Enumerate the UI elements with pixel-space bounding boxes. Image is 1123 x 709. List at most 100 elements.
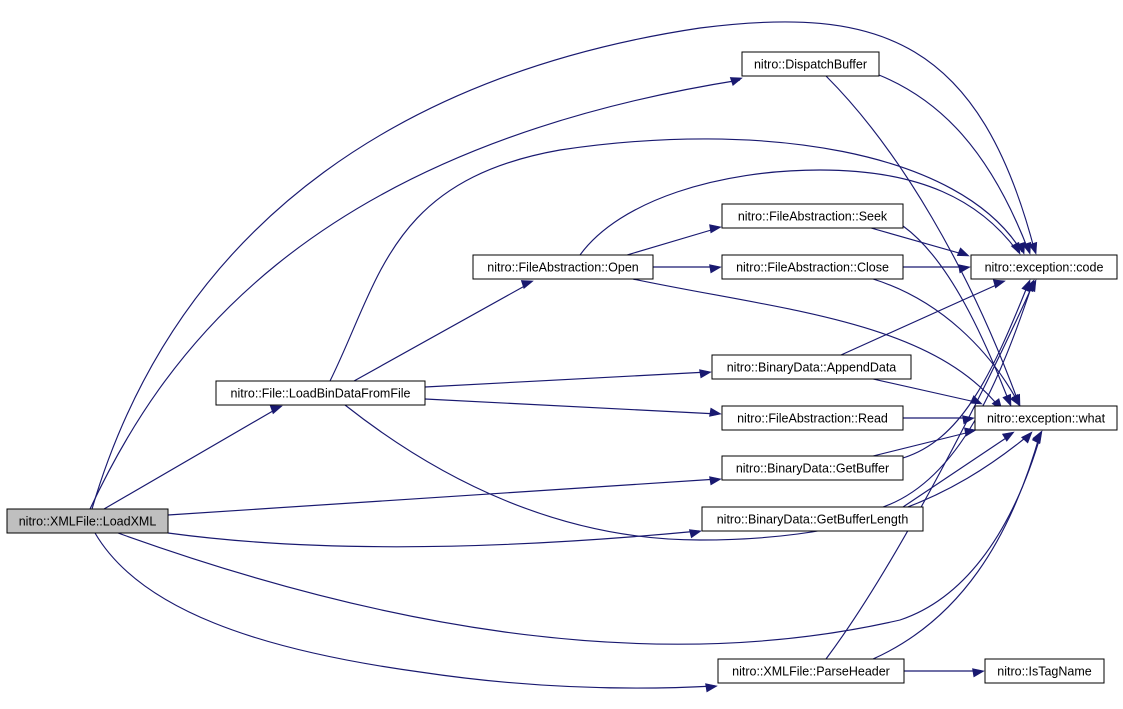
node-label: nitro::FileAbstraction::Open [487,261,639,275]
node-dispatch[interactable]: nitro::DispatchBuffer [741,51,880,77]
edge-close-to-what [872,278,1021,407]
edge-line [344,404,1031,541]
edge-loadbin-to-append [424,369,712,388]
edge-loadbin-to-what [344,404,1033,541]
node-box[interactable] [717,658,905,684]
node-label: nitro::DispatchBuffer [754,58,867,72]
edge-loadxml-to-dispatch [89,77,743,510]
node-box[interactable] [721,405,904,431]
edge-getbuflen-to-code [882,279,1035,508]
edge-line [632,278,1001,409]
edge-line [872,278,1020,405]
node-box[interactable] [472,254,654,280]
arrowhead-icon [1020,431,1033,444]
arrowhead-icon [1002,393,1012,407]
node-label: nitro::FileAbstraction::Seek [738,210,888,224]
call-edges [89,21,1043,693]
edge-line [870,227,967,256]
edge-line [902,433,1013,508]
edge-read-to-what [903,415,975,425]
edge-loadxml-to-getbuflen [167,529,702,548]
edge-open-to-code [579,169,1021,256]
node-label: nitro::BinaryData::AppendData [727,361,897,375]
edge-line [902,225,1011,405]
node-box[interactable] [711,354,912,380]
node-box[interactable] [721,455,904,481]
edge-line [117,433,1042,645]
edge-line [878,74,1030,253]
edge-append-to-what [872,378,983,405]
node-label: nitro::FileAbstraction::Close [736,261,889,275]
edge-line [424,398,719,415]
edge-parseheader-to-istag [904,668,985,678]
edge-loadbin-to-read [424,398,722,417]
edge-line [91,21,1036,510]
arrowhead-icon [688,529,702,539]
arrowhead-icon [956,247,970,257]
edge-line [825,281,1035,660]
node-what[interactable]: nitro::exception::what [974,405,1118,431]
edge-seek-to-code [870,227,970,257]
node-open[interactable]: nitro::FileAbstraction::Open [472,254,654,280]
edge-parseheader-to-code [825,279,1037,660]
edge-line [329,138,1023,382]
arrowhead-icon [699,369,712,379]
edge-line [167,478,719,516]
edge-loadxml-to-parseheader [94,532,718,693]
arrowhead-icon [729,77,743,86]
edge-line [167,530,700,548]
node-box[interactable] [215,380,426,406]
node-read[interactable]: nitro::FileAbstraction::Read [721,405,904,431]
node-label: nitro::exception::what [987,412,1106,426]
node-box[interactable] [974,405,1118,431]
node-box[interactable] [701,506,924,532]
edge-line [89,79,741,510]
edge-line [103,407,279,510]
node-label: nitro::XMLFile::ParseHeader [732,665,890,679]
node-label: nitro::IsTagName [997,665,1092,679]
edge-close-to-code [903,264,971,274]
node-close[interactable]: nitro::FileAbstraction::Close [721,254,904,280]
node-getbuffer[interactable]: nitro::BinaryData::GetBuffer [721,455,904,481]
call-nodes: nitro::XMLFile::LoadXML nitro::File::Load… [6,51,1118,684]
node-box[interactable] [6,508,169,534]
node-box[interactable] [984,658,1105,684]
arrowhead-icon [520,280,534,289]
node-seek[interactable]: nitro::FileAbstraction::Seek [721,203,904,229]
node-loadbin[interactable]: nitro::File::LoadBinDataFromFile [215,380,426,406]
arrowhead-icon [958,264,971,274]
arrowhead-icon [1031,431,1042,445]
node-label: nitro::BinaryData::GetBufferLength [717,513,909,527]
arrowhead-icon [1010,393,1021,407]
node-box[interactable] [721,254,904,280]
node-loadxml[interactable]: nitro::XMLFile::LoadXML [6,508,169,534]
arrowhead-icon [709,476,722,486]
node-label: nitro::File::LoadBinDataFromFile [231,387,411,401]
node-getbuflen[interactable]: nitro::BinaryData::GetBufferLength [701,506,924,532]
edge-parseheader-to-what [872,431,1042,660]
node-label: nitro::XMLFile::LoadXML [19,515,157,529]
edge-line [872,378,981,404]
node-append[interactable]: nitro::BinaryData::AppendData [711,354,912,380]
arrowhead-icon [972,668,985,678]
edge-open-to-what [632,278,1003,411]
node-label: nitro::FileAbstraction::Read [737,412,888,426]
edge-line [872,433,1041,660]
edge-line [626,227,719,256]
node-box[interactable] [721,203,904,229]
edge-dispatch-to-code [878,74,1032,255]
edge-line [353,282,531,382]
node-box[interactable] [970,254,1118,280]
node-box[interactable] [741,51,880,77]
node-code[interactable]: nitro::exception::code [970,254,1118,280]
edge-loadbin-to-code [329,138,1026,382]
edge-line [872,430,975,457]
node-parseheader[interactable]: nitro::XMLFile::ParseHeader [717,658,905,684]
node-istag[interactable]: nitro::IsTagName [984,658,1105,684]
edge-open-to-seek [626,224,722,256]
arrowhead-icon [992,279,1006,289]
edge-loadxml-to-getbuffer [167,476,722,516]
arrowhead-icon [1010,241,1021,255]
edge-getbuffer-to-what [872,427,977,457]
arrowhead-icon [1001,431,1015,442]
